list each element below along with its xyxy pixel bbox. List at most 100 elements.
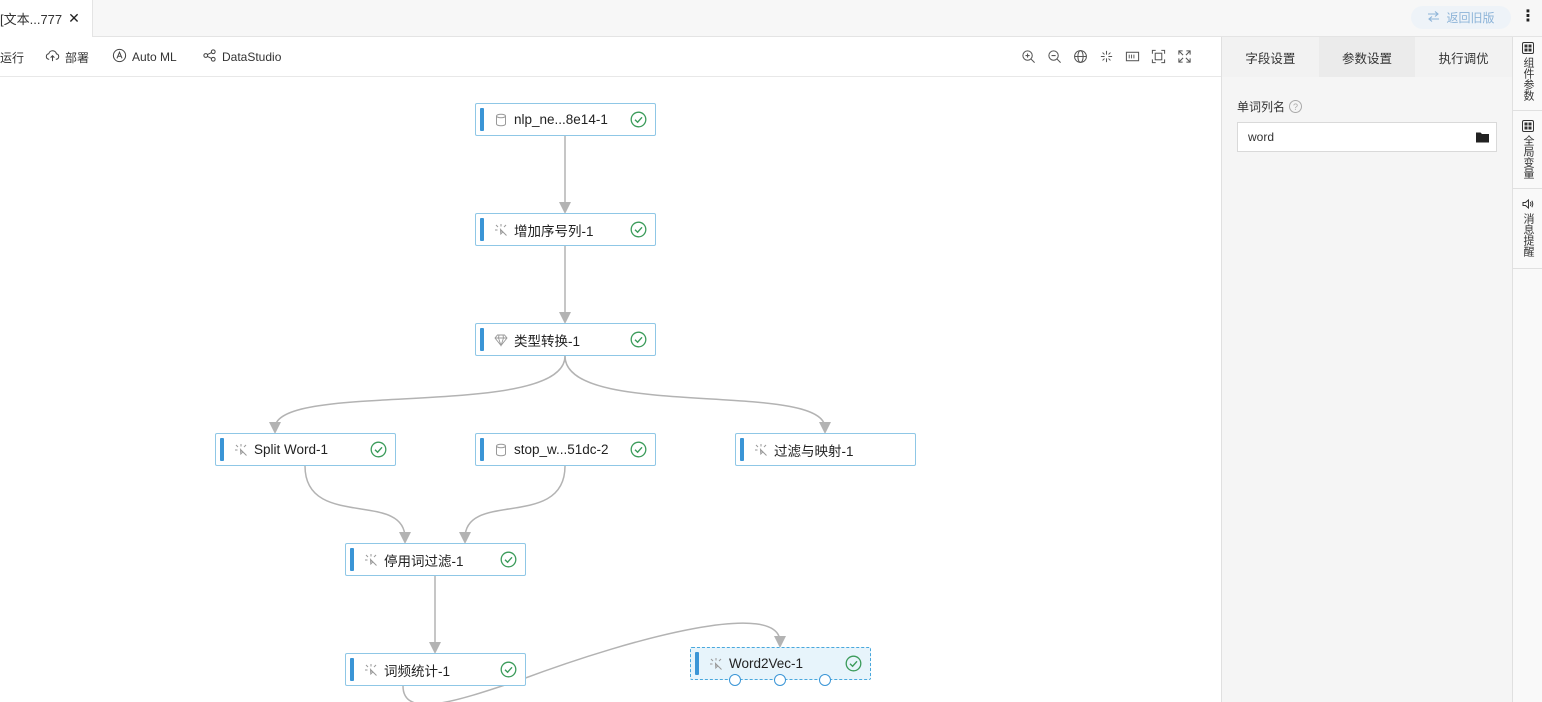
word-column-label: 单词列名 (1237, 100, 1286, 114)
pipeline-canvas[interactable]: nlp_ne...8e14-1 增加序号列-1 类型转换-1 Split Wor… (0, 77, 1222, 702)
component-icon (709, 657, 723, 671)
edge-n3-n4 (269, 355, 566, 434)
fit-screen-icon[interactable] (1150, 48, 1166, 64)
canvas-view-controls (1020, 48, 1192, 64)
strip-global-vars[interactable]: 全局变量 (1513, 115, 1542, 189)
deploy-label: 部署 (65, 50, 90, 65)
share-nodes-icon (202, 48, 217, 66)
pipeline-node[interactable]: Split Word-1 (215, 433, 396, 466)
node-label: stop_w...51dc-2 (514, 442, 609, 457)
success-check-icon (845, 655, 862, 672)
tab-pipeline[interactable]: [文本...777 ✕ (0, 0, 93, 37)
tab-title: [文本...777 (0, 12, 63, 27)
back-to-old-version-button[interactable]: 返回旧版 (1411, 6, 1511, 29)
node-label: Split Word-1 (254, 442, 329, 457)
side-strip: 组件参数 全局变量 消息提醒 (1512, 37, 1542, 702)
cloud-upload-icon (45, 48, 60, 66)
top-bar: [文本...777 ✕ 返回旧版 ⋮ (0, 0, 1542, 37)
word-column-value: word (1248, 130, 1275, 144)
success-check-icon (630, 221, 647, 238)
pipeline-node[interactable]: nlp_ne...8e14-1 (475, 103, 656, 136)
node-label: nlp_ne...8e14-1 (514, 112, 608, 127)
node-label: 停用词过滤-1 (384, 553, 464, 569)
speaker-icon (1522, 198, 1534, 210)
tab-execution-tuning[interactable]: 执行调优 (1438, 51, 1489, 66)
automl-button[interactable]: Auto ML (112, 37, 177, 77)
fullscreen-icon[interactable] (1176, 48, 1192, 64)
datastudio-label: DataStudio (222, 50, 282, 64)
fit-center-icon[interactable] (1098, 48, 1114, 64)
pipeline-node[interactable]: 词频统计-1 (345, 653, 526, 686)
word-column-label-row: 单词列名 ? (1237, 98, 1303, 115)
success-check-icon (500, 661, 517, 678)
edge-n4-n7 (304, 465, 411, 544)
tab-field-settings[interactable]: 字段设置 (1245, 51, 1296, 66)
diamond-icon (494, 333, 508, 347)
datastudio-button[interactable]: DataStudio (202, 37, 281, 77)
edge-n8-n9 (402, 622, 786, 702)
node-label: 词频统计-1 (384, 663, 451, 679)
pipeline-node[interactable]: 过滤与映射-1 (735, 433, 916, 466)
node-accent-bar (220, 438, 224, 461)
node-accent-bar (480, 438, 484, 461)
success-check-icon (500, 551, 517, 568)
pipeline-node-selected[interactable]: Word2Vec-1 (690, 647, 871, 686)
globe-icon[interactable] (1072, 48, 1088, 64)
node-label: 过滤与映射-1 (774, 443, 854, 459)
node-label: 类型转换-1 (514, 333, 581, 349)
component-icon (754, 443, 768, 457)
deploy-button[interactable]: 部署 (45, 37, 89, 77)
strip-notifications[interactable]: 消息提醒 (1513, 193, 1542, 269)
node-accent-bar (480, 108, 484, 131)
panel-tabs: 字段设置 参数设置 执行调优 (1222, 37, 1512, 77)
automl-label: Auto ML (132, 50, 177, 64)
back-label: 返回旧版 (1446, 11, 1495, 25)
success-check-icon (630, 111, 647, 128)
node-accent-bar (695, 652, 699, 675)
help-icon[interactable]: ? (1289, 100, 1303, 113)
output-port[interactable] (729, 674, 741, 686)
database-icon (494, 113, 508, 127)
canvas-toolbar: 运行 部署 Auto ML DataStudio (0, 37, 1222, 77)
zoom-out-icon[interactable] (1046, 48, 1062, 64)
zoom-in-icon[interactable] (1020, 48, 1036, 64)
component-icon (364, 553, 378, 567)
node-accent-bar (480, 218, 484, 241)
folder-icon[interactable] (1475, 130, 1490, 144)
component-icon (234, 443, 248, 457)
automl-icon (112, 48, 127, 66)
success-check-icon (630, 331, 647, 348)
edge-n5-n7 (459, 465, 566, 544)
run-label: 运行 (0, 50, 25, 65)
success-check-icon (370, 441, 387, 458)
output-port[interactable] (774, 674, 786, 686)
node-label: 增加序号列-1 (514, 223, 594, 239)
pipeline-node[interactable]: stop_w...51dc-2 (475, 433, 656, 466)
swap-icon (1427, 10, 1440, 25)
pipeline-node[interactable]: 类型转换-1 (475, 323, 656, 356)
component-icon (364, 663, 378, 677)
pipeline-edges (269, 136, 831, 702)
run-button[interactable]: 运行 (0, 37, 24, 77)
strip-label: 全局变量 (1522, 135, 1534, 179)
database-icon (494, 443, 508, 457)
tab-close-icon[interactable]: ✕ (68, 10, 80, 26)
tab-parameter-settings[interactable]: 参数设置 (1318, 37, 1416, 77)
properties-panel: 字段设置 参数设置 执行调优 单词列名 ? word (1221, 37, 1512, 702)
edge-n3-n6 (564, 355, 831, 434)
node-accent-bar (480, 328, 484, 351)
pipeline-node[interactable]: 停用词过滤-1 (345, 543, 526, 576)
component-icon (494, 223, 508, 237)
pipeline-node[interactable]: 增加序号列-1 (475, 213, 656, 246)
word-column-input[interactable]: word (1237, 122, 1497, 152)
minimap-icon[interactable] (1124, 48, 1140, 64)
more-menu-icon[interactable]: ⋮ (1520, 8, 1536, 25)
node-accent-bar (350, 548, 354, 571)
strip-label: 消息提醒 (1522, 213, 1534, 257)
output-port[interactable] (819, 674, 831, 686)
strip-label: 组件参数 (1522, 57, 1534, 101)
success-check-icon (630, 441, 647, 458)
node-label: Word2Vec-1 (729, 656, 804, 671)
grid-icon (1522, 120, 1534, 132)
strip-component-params[interactable]: 组件参数 (1513, 37, 1542, 111)
